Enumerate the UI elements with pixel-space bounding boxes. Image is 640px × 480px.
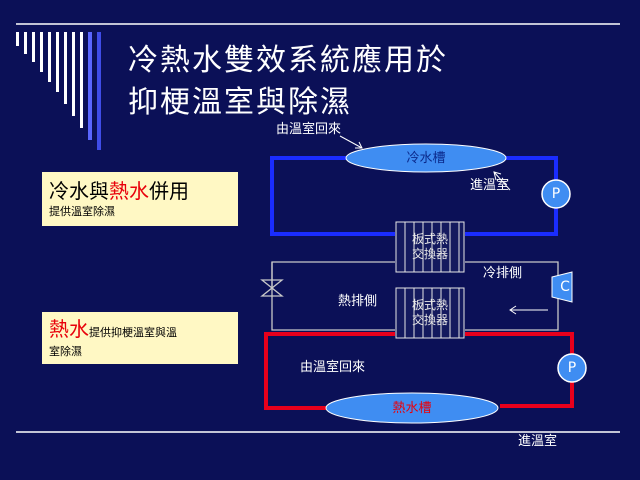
title-line-1: 冷熱水雙效系統應用於: [128, 43, 448, 78]
heat-exchanger-top: [395, 221, 465, 273]
label-to-greenhouse-top: 進溫室: [470, 178, 510, 193]
box1-hot-water-highlight: 熱水: [109, 179, 149, 203]
hx-top-label: 板式熱 交換器: [411, 232, 448, 261]
decorative-stripes: [16, 32, 101, 150]
box2-heading: 熱水提供抑梗溫室與溫: [49, 317, 177, 341]
pump-top-label: P: [551, 186, 561, 202]
hot-tank-label: 熱水槽: [392, 401, 432, 416]
label-hot-side: 熱排側: [338, 294, 378, 309]
cold-tank-label: 冷水槽: [406, 151, 446, 166]
box2-second-line: 室除濕: [49, 345, 82, 358]
box1-heading: 冷水與熱水併用: [49, 179, 189, 203]
box2-hot-water-highlight: 熱水: [49, 317, 89, 341]
title-line-2: 抑梗溫室與除濕: [128, 85, 352, 120]
pump-top-icon: [541, 179, 571, 209]
label-return-top: 由溫室回來: [276, 122, 342, 137]
compressor-label: C: [560, 279, 570, 295]
pump-bottom-label: P: [567, 360, 577, 376]
pump-bottom-icon: [557, 353, 587, 383]
flow-arrows: [339, 135, 548, 315]
cold-hot-combined-box: 冷水與熱水併用 提供溫室除濕: [42, 172, 238, 226]
slide-title: 冷熱水雙效系統應用於 抑梗溫室與除濕: [128, 40, 448, 124]
hx-bottom-label: 板式熱 交換器: [411, 298, 448, 327]
cold-water-tank: [345, 143, 507, 173]
refrigerant-loop: [260, 261, 559, 331]
label-return-bottom: 由溫室回來: [300, 360, 366, 375]
hot-water-tank: [325, 392, 499, 424]
box1-subtitle: 提供溫室除濕: [49, 205, 115, 218]
hot-water-box: 熱水提供抑梗溫室與溫 室除濕: [42, 312, 238, 364]
heat-exchanger-bottom: [395, 287, 465, 339]
label-cold-side: 冷排側: [483, 266, 523, 281]
label-to-greenhouse-bottom: 進溫室: [518, 434, 558, 449]
compressor-icon: [551, 271, 573, 303]
